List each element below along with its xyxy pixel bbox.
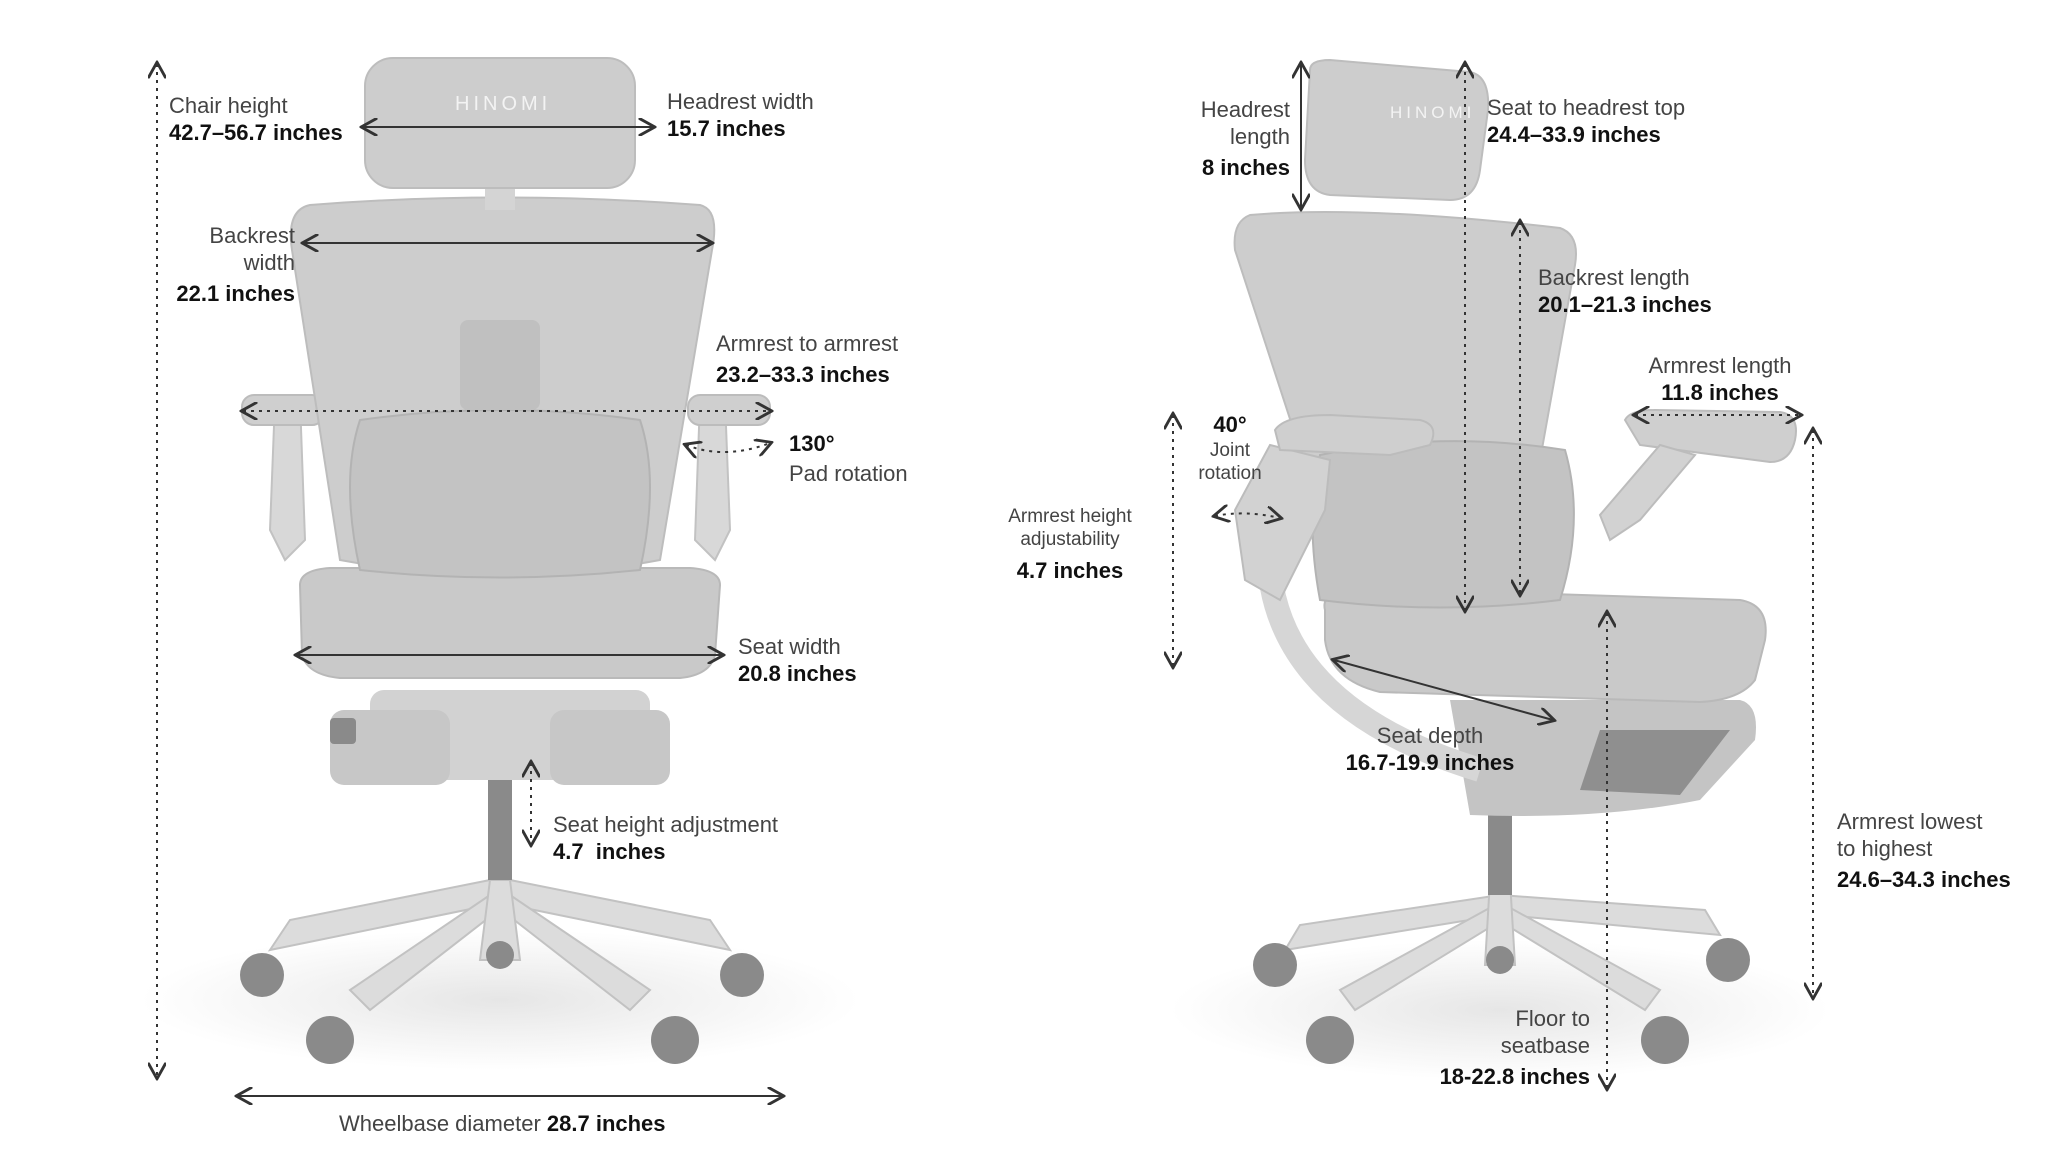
floor-to-seatbase-label: Floor to seatbase 18-22.8 inches <box>1400 1005 1590 1090</box>
floor-to-seatbase-value: 18-22.8 inches <box>1439 1064 1590 1089</box>
front-dimension-arrows <box>157 64 782 1096</box>
pad-rotation-title: Pad rotation <box>789 461 908 486</box>
backrest-width-label: Backrest width 22.1 inches <box>150 222 295 307</box>
armrest-length-label: Armrest length 11.8 inches <box>1630 352 1810 406</box>
chair-height-value: 42.7–56.7 inches <box>169 120 343 145</box>
wheelbase-title: Wheelbase diameter <box>339 1111 541 1136</box>
joint-rotation-title-1: Joint <box>1209 440 1251 461</box>
seat-to-headrest-top-label: Seat to headrest top 24.4–33.9 inches <box>1487 94 1685 148</box>
headrest-length-title-1: Headrest <box>1200 97 1290 122</box>
seat-width-value: 20.8 inches <box>738 661 857 686</box>
wheelbase-label: Wheelbase diameter 28.7 inches <box>339 1110 666 1137</box>
armrest-lowest-highest-title-2: to highest <box>1837 836 1933 861</box>
wheelbase-value: 28.7 inches <box>546 1111 666 1136</box>
backrest-width-value: 22.1 inches <box>176 281 295 306</box>
armrest-lowest-highest-label: Armrest lowest to highest 24.6–34.3 inch… <box>1837 808 2011 893</box>
chair-height-title: Chair height <box>169 93 288 118</box>
seat-width-title: Seat width <box>738 634 841 659</box>
armrest-height-title-2: adjustability <box>1020 529 1120 550</box>
armrest-lowest-highest-title-1: Armrest lowest <box>1837 809 1983 834</box>
armrest-to-armrest-title: Armrest to armrest <box>716 331 899 356</box>
seat-to-headrest-top-value: 24.4–33.9 inches <box>1487 122 1661 147</box>
side-chair-base <box>1283 879 1722 1012</box>
armrest-lowest-highest-value: 24.6–34.3 inches <box>1837 867 2011 892</box>
headrest-width-value: 15.7 inches <box>667 116 786 141</box>
headrest-length-label: Headrest length 8 inches <box>1130 96 1290 181</box>
armrest-to-armrest-value: 23.2–33.3 inches <box>716 362 890 387</box>
front-chair-seat <box>298 567 722 679</box>
floor-to-seatbase-title-2: seatbase <box>1500 1033 1590 1058</box>
armrest-length-value: 11.8 inches <box>1661 380 1779 405</box>
armrest-height-label: Armrest height adjustability 4.7 inches <box>990 505 1150 582</box>
backrest-length-value: 20.1–21.3 inches <box>1538 292 1712 317</box>
seat-depth-arrow <box>1334 660 1553 720</box>
front-chair <box>140 57 860 1070</box>
pad-rotation-arrow <box>686 443 770 452</box>
backrest-length-title: Backrest length <box>1538 265 1690 290</box>
seat-depth-label: Seat depth 16.7-19.9 inches <box>1315 722 1545 776</box>
backrest-width-title-2: width <box>243 250 295 275</box>
headrest-width-title: Headrest width <box>667 89 814 114</box>
side-chair-backrest <box>1233 210 1577 470</box>
side-dimension-arrows <box>1173 64 1813 1088</box>
armrest-length-title: Armrest length <box>1648 353 1792 378</box>
seat-width-label: Seat width 20.8 inches <box>738 633 857 687</box>
pad-rotation-value: 130° <box>789 431 835 456</box>
joint-rotation-value: 40° <box>1213 412 1247 437</box>
front-chair-headrest <box>364 57 636 189</box>
armrest-height-title-1: Armrest height <box>1008 506 1132 527</box>
headrest-width-label: Headrest width 15.7 inches <box>667 88 814 142</box>
floor-to-seatbase-title-1: Floor to <box>1515 1006 1590 1031</box>
seat-to-headrest-top-title: Seat to headrest top <box>1487 95 1686 120</box>
armrest-to-armrest-label: Armrest to armrest 23.2–33.3 inches <box>716 330 898 388</box>
headrest-length-value: 8 inches <box>1201 155 1290 180</box>
joint-rotation-label: 40° Joint rotation <box>1180 413 1280 485</box>
side-chair-headrest <box>1303 58 1490 202</box>
side-chair-casters <box>1253 938 1750 1064</box>
front-chair-casters <box>240 941 764 1064</box>
pad-rotation-label: 130° Pad rotation <box>789 430 908 487</box>
backrest-width-title-1: Backrest <box>209 223 295 248</box>
chair-height-label: Chair height 42.7–56.7 inches <box>169 92 343 146</box>
seat-depth-value: 16.7-19.9 inches <box>1345 750 1515 775</box>
headrest-length-title-2: length <box>1230 124 1290 149</box>
armrest-height-value: 4.7 inches <box>1016 558 1124 583</box>
side-chair <box>1170 58 1830 1080</box>
joint-rotation-title-2: rotation <box>1198 463 1262 484</box>
front-headrest-logo: HINOMI <box>455 93 552 115</box>
front-chair-base <box>267 878 733 1012</box>
seat-height-adjustment-value: 4.7 inches <box>553 839 666 864</box>
side-headrest-logo: HINOMI <box>1390 103 1476 122</box>
seat-height-adjustment-title: Seat height adjustment <box>553 812 779 837</box>
seat-height-adjustment-label: Seat height adjustment 4.7 inches <box>553 811 778 865</box>
seat-depth-title: Seat depth <box>1376 723 1484 748</box>
backrest-length-label: Backrest length 20.1–21.3 inches <box>1538 264 1712 318</box>
